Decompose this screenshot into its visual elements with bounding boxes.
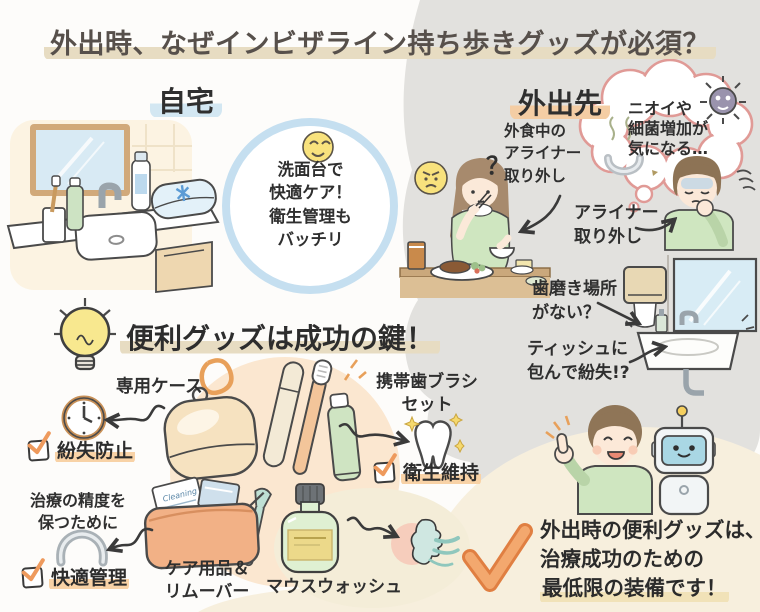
arrow-to-clock	[108, 404, 166, 420]
mouthwash-illustration	[280, 483, 340, 574]
sparkle-icon	[175, 184, 191, 202]
check-icon	[373, 453, 397, 477]
thought-text: ニオイや 細菌増加が 気になる…	[628, 99, 709, 159]
arrow-to-breath	[346, 516, 396, 536]
faucet	[98, 182, 122, 208]
care-pouch-illustration: Cleaning	[143, 476, 272, 570]
side-dish	[525, 276, 547, 287]
lightbulb-icon	[54, 298, 116, 371]
toothbrush-icon	[292, 359, 333, 475]
aligner-case-illustration	[163, 358, 259, 480]
conclusion-text: 外出時の便利グッズは、 治療成功のための 最低限の装備です！	[540, 516, 760, 604]
aligner-icon	[56, 529, 108, 567]
tissue-loss-note: ティッシュに 包んで紛失!?	[527, 339, 630, 383]
check-hygiene: 衛生維持	[373, 453, 482, 485]
check-icon	[27, 431, 51, 455]
hand	[696, 199, 714, 217]
checkbox-icon	[27, 431, 51, 462]
checkbox-icon	[373, 453, 397, 484]
thought-bubble	[578, 58, 754, 213]
carabiner-icon	[199, 358, 234, 396]
sparkle-icon	[403, 412, 465, 454]
arrow-to-woman	[522, 194, 562, 231]
check-loss-prevention: 紛失防止	[27, 431, 136, 463]
aligner-case-icon	[150, 178, 217, 220]
happy-emoji-icon	[302, 131, 334, 163]
robot	[651, 405, 716, 516]
page-title: 外出時、なぜインビザライン持ち歩きグッズが必須？	[0, 22, 760, 61]
check-comfort: 快適管理	[21, 558, 130, 590]
home-bubble-illustration	[222, 118, 398, 294]
goods-headline: 便利グッズは成功の鍵！	[120, 317, 441, 357]
precision-note: 治療の精度を 保つために	[29, 491, 126, 533]
mirror	[672, 257, 758, 333]
toothbrush-set-illustration	[262, 359, 367, 482]
thinking-man-illustration	[664, 156, 756, 251]
title-text: 外出時、なぜインビザライン持ち歩きグッズが必須？	[44, 29, 716, 60]
boy-and-robot-illustration	[545, 405, 716, 516]
robot-screen-face	[661, 435, 707, 466]
sigh-squiggle	[736, 169, 756, 191]
arm	[456, 204, 480, 240]
toothbrush-icon	[50, 183, 58, 213]
eating-note: 外食中の アライナー 取り外し	[504, 122, 582, 185]
thumbs-up-icon	[554, 433, 574, 464]
drink-glass	[407, 241, 426, 270]
question-mark: ？	[486, 152, 510, 180]
arrow-to-man	[634, 220, 674, 230]
check-icon	[21, 558, 45, 582]
outside-section-label: 外出先	[510, 82, 611, 122]
face-profile	[410, 518, 443, 565]
steak	[439, 260, 471, 274]
thought-tail-large	[634, 184, 654, 204]
worried-emoji-icon	[414, 161, 448, 195]
thought-tail-small	[628, 201, 640, 213]
rice-bowl	[489, 247, 515, 259]
arrow-to-tooth	[338, 423, 406, 441]
drain-pipe	[683, 369, 704, 396]
boy-face	[593, 422, 637, 466]
toothpaste-icon	[327, 392, 362, 482]
case-seam	[169, 443, 255, 459]
gloom-shade	[681, 178, 713, 189]
arrow-to-public-sink	[596, 301, 638, 323]
boy-smile	[607, 451, 625, 460]
mouthwash-label: マウスウォッシュ	[266, 577, 402, 597]
removal-note: アライナー 取り外し	[574, 203, 659, 247]
sparkle-lines	[343, 359, 367, 381]
face	[462, 172, 498, 208]
home-bubble-text: 洗面台で 快適ケア！ 衛生管理も バッチリ	[269, 160, 352, 250]
basin	[74, 211, 158, 261]
arrow-to-aligner	[110, 527, 154, 549]
case-label: 専用ケース	[116, 377, 203, 397]
germ-icon	[700, 76, 746, 124]
home-section-label: 自宅	[150, 80, 223, 120]
fresh-breath-icon	[391, 518, 460, 567]
zipper-pull	[249, 491, 265, 507]
no-brushing-place-note: 歯磨き場所 がない？	[532, 279, 617, 323]
brush-case	[262, 361, 305, 468]
home-bathroom-illustration	[6, 120, 220, 294]
care-items-label: ケア用品＆ リムーバー	[164, 559, 250, 602]
faucet	[679, 310, 699, 325]
smelly-aligner-icon	[604, 116, 658, 176]
speech-circle	[222, 118, 398, 294]
arrow-tissue	[628, 347, 664, 364]
checkbox-icon	[21, 558, 45, 589]
emphasis-lines	[545, 415, 571, 440]
big-checkmark-icon	[462, 523, 533, 592]
toothbrush-set-label: 携帯歯ブラシ セット	[376, 372, 478, 415]
hair	[672, 156, 722, 196]
gray-blob	[402, 0, 760, 504]
woman-eating-illustration	[399, 158, 551, 298]
pouch-body	[143, 491, 265, 570]
